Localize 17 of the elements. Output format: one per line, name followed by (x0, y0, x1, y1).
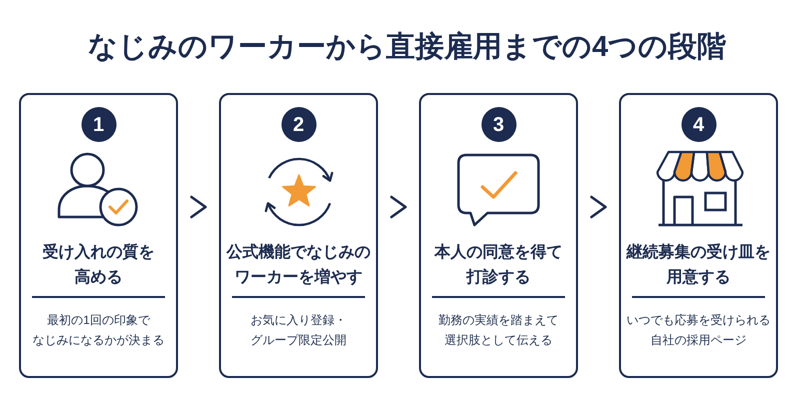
step-card (419, 93, 578, 378)
step-description: いつでも応募を受けられる自社の採用ページ (626, 312, 772, 349)
step-number: 2 (281, 107, 316, 142)
step-heading: 公式機能でなじみのワーカーを増やす (225, 242, 372, 288)
diagram-title: なじみのワーカーから直接雇用までの4つの段階 (88, 30, 726, 65)
step-description: 勤務の実績を踏まえて選択肢として伝える (438, 312, 560, 349)
step-heading: 本人の同意を得て打診する (433, 242, 564, 288)
step-heading: 受け入れの質を高める (42, 242, 156, 288)
step-number: 1 (81, 107, 116, 142)
step-card (619, 93, 778, 378)
step-card (19, 93, 178, 378)
step-description: お気に入り登録・グループ限定公開 (250, 312, 348, 349)
step-card (219, 93, 378, 378)
step-heading: 継続募集の受け皿を用意する (625, 242, 772, 288)
step-number: 3 (481, 107, 516, 142)
step-number: 4 (681, 107, 716, 142)
step-description: 最初の1回の印象でなじみになるかが決まる (32, 312, 166, 349)
